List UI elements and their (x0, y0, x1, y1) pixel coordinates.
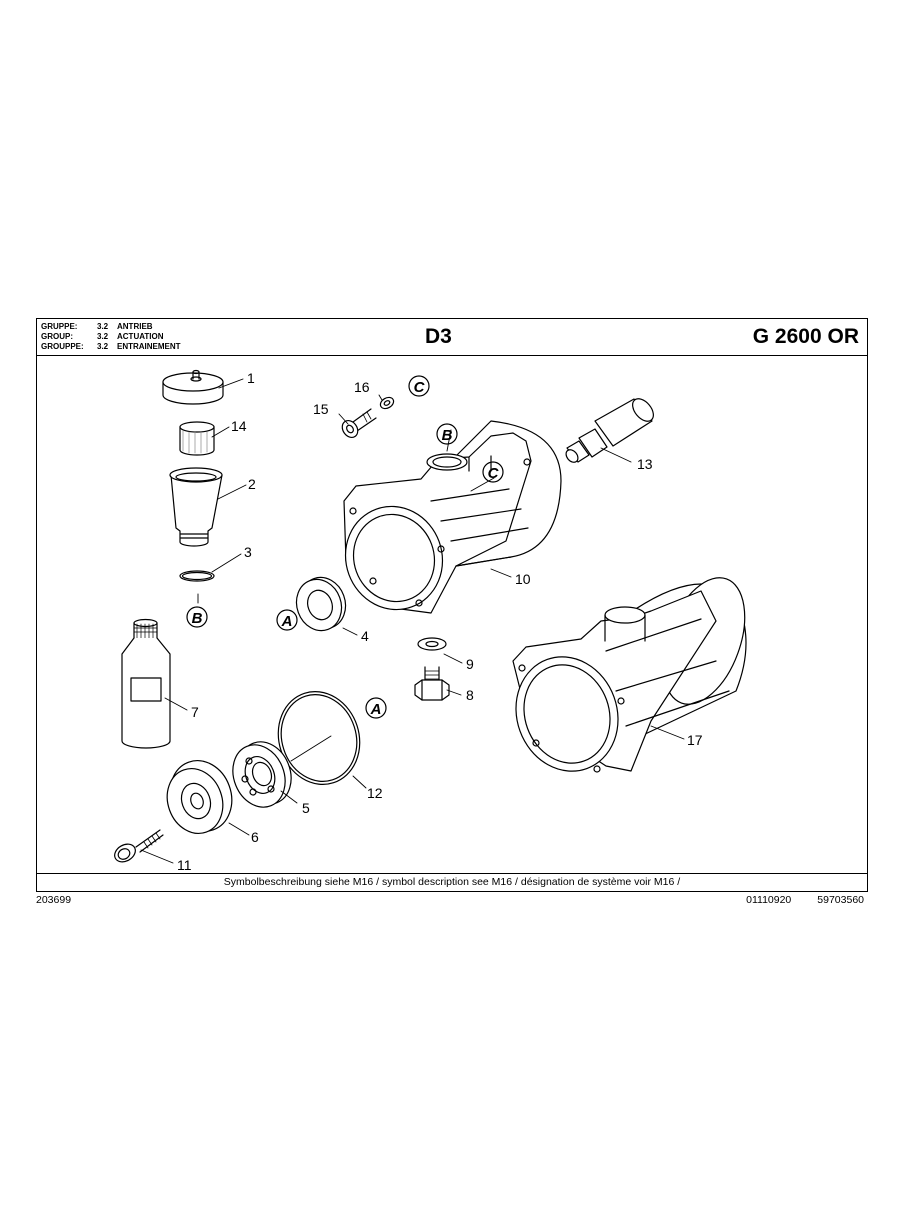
group-num: 3.2 (97, 332, 109, 341)
symbol-note: Symbolbeschreibung siehe M16 / symbol de… (37, 873, 867, 891)
model-name: G 2600 OR (752, 325, 859, 348)
part-oil-cup-drawing (169, 467, 223, 547)
group-key: GRUPPE: (41, 322, 78, 331)
part-hub-drawing (166, 760, 233, 834)
group-name: ENTRAINEMENT (117, 342, 181, 351)
part-oring-large-drawing (277, 691, 361, 785)
date-code: 01110920 (746, 894, 792, 906)
part-shaft-seal-drawing (295, 576, 347, 632)
part-washer-9-drawing (417, 637, 447, 651)
part-socket-screw-drawing (341, 408, 377, 438)
page-code: D3 (425, 325, 452, 348)
doc-numbers: 01110920 59703560 (746, 894, 864, 906)
group-num: 3.2 (97, 342, 109, 351)
parts-sheet: GRUPPE: 3.2 ANTRIEB GROUP: 3.2 ACTUATION… (36, 318, 868, 892)
callout-15: 15 (313, 401, 329, 417)
part-hex-bolt-drawing (414, 666, 450, 701)
leader-lines (140, 378, 685, 864)
callout-6: 6 (251, 829, 259, 845)
callout-11: 11 (177, 857, 192, 873)
part-housing-complete-drawing (512, 577, 747, 773)
part-cap-drawing (162, 369, 224, 405)
exploded-parts-drawing: C B C B A A 1 14 2 3 16 15 13 10 4 9 8 7… (114, 369, 747, 873)
callout-12: 12 (367, 785, 383, 801)
marker-c: C (414, 379, 426, 396)
callout-9: 9 (466, 656, 474, 672)
callout-2: 2 (248, 476, 256, 492)
callout-17: 17 (687, 732, 703, 748)
part-oil-bottle-drawing (121, 618, 171, 749)
group-name: ANTRIEB (117, 322, 153, 331)
group-row-fr: GROUPPE: 3.2 ENTRAINEMENT (41, 342, 181, 352)
callout-5: 5 (302, 800, 310, 816)
group-row-de: GRUPPE: 3.2 ANTRIEB (41, 322, 181, 332)
part-list-number: 59703560 (817, 894, 864, 906)
marker-c: C (488, 465, 500, 482)
marker-a: A (281, 613, 293, 630)
part-washer-16-drawing (379, 396, 395, 410)
callout-1: 1 (247, 370, 255, 386)
group-row-en: GROUP: 3.2 ACTUATION (41, 332, 181, 342)
group-key: GROUP: (41, 332, 73, 341)
group-num: 3.2 (97, 322, 109, 331)
group-info: GRUPPE: 3.2 ANTRIEB GROUP: 3.2 ACTUATION… (41, 322, 181, 352)
part-washer-screw-drawing (114, 829, 164, 863)
part-pressure-switch-drawing (565, 398, 654, 463)
callout-14: 14 (231, 418, 247, 434)
marker-b: B (442, 427, 453, 444)
callout-4: 4 (361, 628, 369, 644)
marker-a: A (370, 701, 382, 718)
group-key: GROUPPE: (41, 342, 84, 351)
callout-8: 8 (466, 687, 474, 703)
part-filter-drawing (179, 421, 215, 456)
callout-10: 10 (515, 571, 531, 587)
part-bearing-drawing (232, 741, 292, 808)
reference-marker-circles (186, 375, 504, 719)
callout-16: 16 (354, 379, 370, 395)
callout-3: 3 (244, 544, 252, 560)
group-name: ACTUATION (117, 332, 164, 341)
callout-13: 13 (637, 456, 653, 472)
drawing-number: 203699 (36, 894, 72, 906)
marker-b: B (192, 610, 203, 627)
callout-7: 7 (191, 704, 199, 720)
sheet-header: GRUPPE: 3.2 ANTRIEB GROUP: 3.2 ACTUATION… (37, 319, 867, 356)
part-housing-drawing (343, 420, 562, 614)
part-oring-small-drawing (179, 570, 215, 582)
